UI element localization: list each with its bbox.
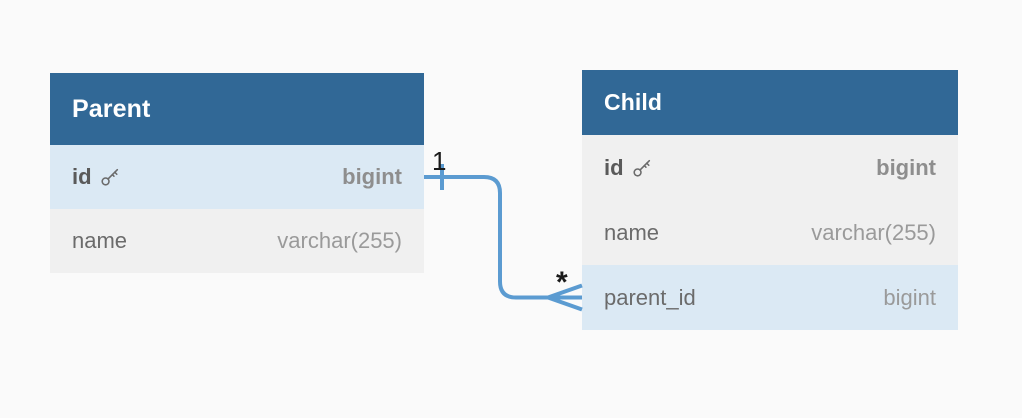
entity-child-title: Child (604, 89, 662, 115)
entity-child[interactable]: Child id bigint name varchar(2 (582, 70, 958, 330)
attribute-type: varchar(255) (811, 219, 936, 245)
attribute-label: id (604, 154, 624, 180)
attribute-row-parent-id[interactable]: id bigint (50, 145, 424, 209)
attribute-row-child-id[interactable]: id bigint (582, 135, 958, 200)
attribute-row-child-name[interactable]: name varchar(255) (582, 200, 958, 265)
attribute-name-wrapper: name (604, 220, 659, 246)
attribute-name-wrapper: parent_id (604, 285, 696, 311)
attribute-row-child-parent-id[interactable]: parent_id bigint (582, 265, 958, 330)
cardinality-label-source: 1 (432, 146, 447, 176)
attribute-label: id (72, 164, 92, 189)
key-icon (99, 166, 121, 188)
relationship-line (424, 175, 576, 300)
attribute-name-wrapper: name (72, 228, 127, 254)
entity-parent-header: Parent (50, 73, 424, 145)
attribute-label: parent_id (604, 284, 696, 310)
entity-parent[interactable]: Parent id bigint name varchar( (50, 73, 424, 273)
attribute-type: varchar(255) (277, 228, 402, 253)
attribute-name-wrapper: id (604, 155, 653, 181)
attribute-label: name (72, 228, 128, 253)
cardinality-label-target: * (556, 266, 568, 299)
attribute-type: bigint (342, 164, 402, 189)
attribute-type: bigint (883, 284, 936, 310)
attribute-label: name (604, 219, 660, 245)
key-icon (631, 157, 653, 179)
entity-parent-title: Parent (72, 94, 151, 123)
entity-child-header: Child (582, 70, 958, 135)
attribute-type: bigint (876, 154, 936, 180)
attribute-row-parent-name[interactable]: name varchar(255) (50, 209, 424, 273)
attribute-name-wrapper: id (72, 164, 121, 190)
